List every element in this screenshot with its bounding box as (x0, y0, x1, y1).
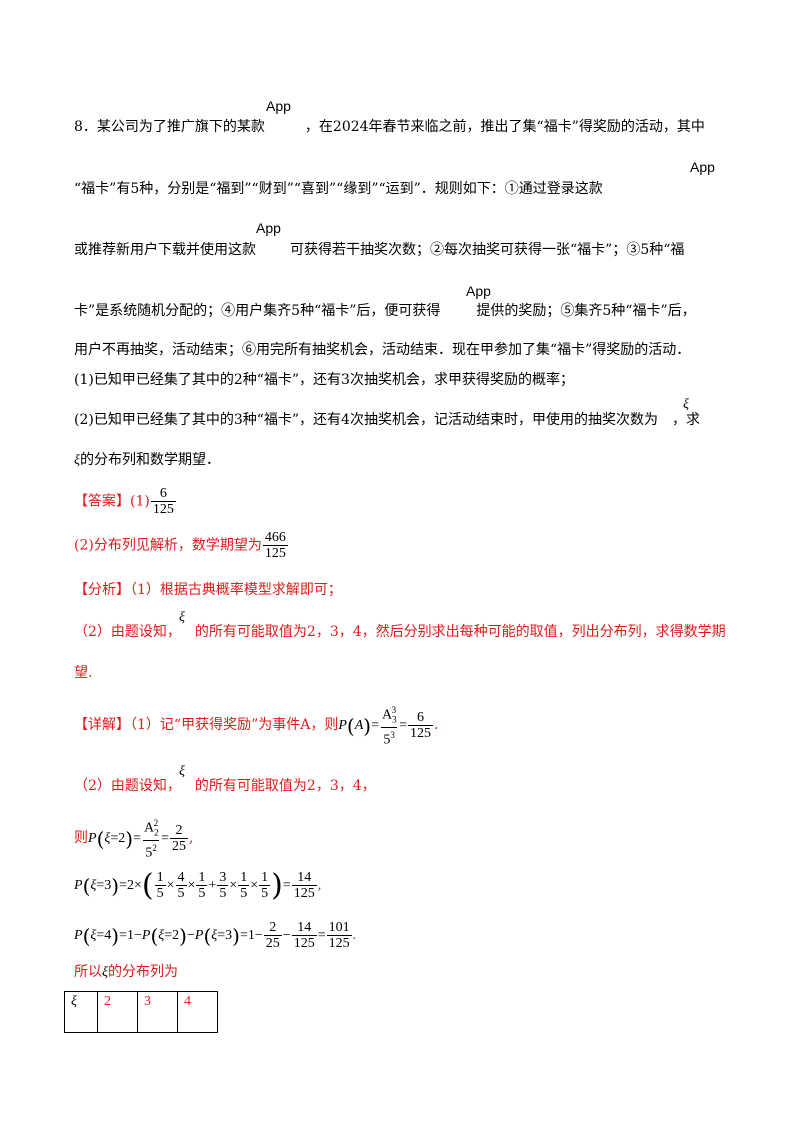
analysis-label: 【分析】 (74, 582, 130, 598)
detail-text: 的所有可能取值为2，3，4， (194, 778, 376, 794)
question-text: 或推荐新用户下载并使用这款 (74, 242, 256, 258)
answer-label: 【答案】 (74, 493, 130, 510)
table-cell: 3 (137, 991, 178, 1033)
question-text: 的分布列和数学期望． (80, 452, 220, 468)
xi-symbol: ξ (179, 764, 185, 779)
question-text: ，在2024年春节来临之前，推出了集“福卡”得奖励的活动，其中 (304, 119, 705, 135)
question-line-2: “福卡”有5种，分别是“福到”“财到”“喜到”“缘到”“运到”．规则如下：①通过… (74, 181, 603, 197)
question-text: 提供的奖励；⑤集齐5种“福卡”后， (476, 303, 696, 319)
xi-symbol: ξ (683, 397, 689, 412)
denominator: 125 (262, 545, 288, 561)
question-text: (2)已知甲已经集了其中的3种“福卡”，还有4次抽奖机会，记活动结束时，甲使用的… (74, 412, 658, 428)
app-label: App (256, 220, 281, 236)
analysis-text: 的所有可能取值为2，3，4，然后分别求出每种可能的取值，列出分布列，求得数学期 (194, 624, 726, 640)
question-part-2: (2)已知甲已经集了其中的3种“福卡”，还有4次抽奖机会，记活动结束时，甲使用的… (74, 411, 700, 429)
analysis-line-2: （2）由题设知， 的所有可能取值为2，3，4，然后分别求出每种可能的取值，列出分布… (74, 623, 726, 641)
detail-text: （2）由题设知， (74, 778, 181, 794)
question-text: 卡”是系统随机分配的；④用户集齐5种“福卡”后，便可获得 (74, 303, 441, 319)
answer-text: (2)分布列见解析，数学期望为 (74, 537, 262, 554)
analysis-line-3: 望. (74, 665, 93, 681)
question-line-1: 8．某公司为了推广旗下的某款 ，在2024年春节来临之前，推出了集“福卡”得奖励的… (74, 118, 705, 136)
detail-text: 的分布列为 (108, 964, 178, 980)
app-label: App (690, 159, 715, 175)
analysis-text: （1）根据古典概率模型求解即可； (130, 582, 342, 598)
table-row: ξ 2 3 4 (64, 991, 218, 1033)
xi-symbol: ξ (102, 965, 108, 980)
numerator: 466 (264, 530, 286, 545)
detail-line-2: （2）由题设知， 的所有可能取值为2，3，4， (74, 777, 376, 795)
table-header-cell: ξ (64, 991, 98, 1033)
xi-symbol: ξ (74, 453, 80, 468)
detail-label: 【详解】 (74, 716, 130, 733)
table-cell: 2 (97, 991, 138, 1033)
xi-symbol: ξ (179, 610, 185, 625)
distribution-intro: 所以ξ的分布列为 (74, 963, 178, 982)
analysis-text: （2）由题设知， (74, 624, 181, 640)
answer-text: (1) (130, 493, 150, 510)
question-line-4: 卡”是系统随机分配的；④用户集齐5种“福卡”后，便可获得 提供的奖励；⑤集齐5种“… (74, 302, 696, 320)
question-text: ，求 (671, 412, 700, 428)
question-text: 8．某公司为了推广旗下的某款 (74, 119, 265, 135)
question-text: 可获得若干抽奖次数；②每次抽奖可获得一张“福卡”；③5种“福 (290, 242, 685, 258)
app-label: App (466, 283, 491, 299)
analysis-line-1: 【分析】（1）根据古典概率模型求解即可； (74, 581, 342, 599)
question-line-3: 或推荐新用户下载并使用这款 可获得若干抽奖次数；②每次抽奖可获得一张“福卡”；③5… (74, 241, 684, 259)
detail-text: （1）记“甲获得奖励”为事件A，则 (130, 716, 339, 733)
distribution-table: ξ 2 3 4 (64, 991, 218, 1033)
denominator: 125 (150, 501, 176, 517)
app-label: App (266, 98, 291, 114)
question-part-1: (1)已知甲已经集了其中的2种“福卡”，还有3次抽奖机会，求甲获得奖励的概率； (74, 372, 574, 388)
question-line-5: 用户不再抽奖，活动结束；⑥用完所有抽奖机会，活动结束．现在甲参加了集“福卡”得奖… (74, 342, 691, 358)
detail-text: 则 (74, 829, 88, 846)
detail-text: 所以 (74, 964, 102, 980)
table-cell: 4 (177, 991, 218, 1033)
question-part-2-line-2: ξ的分布列和数学期望． (74, 451, 220, 470)
numerator: 6 (159, 486, 167, 501)
